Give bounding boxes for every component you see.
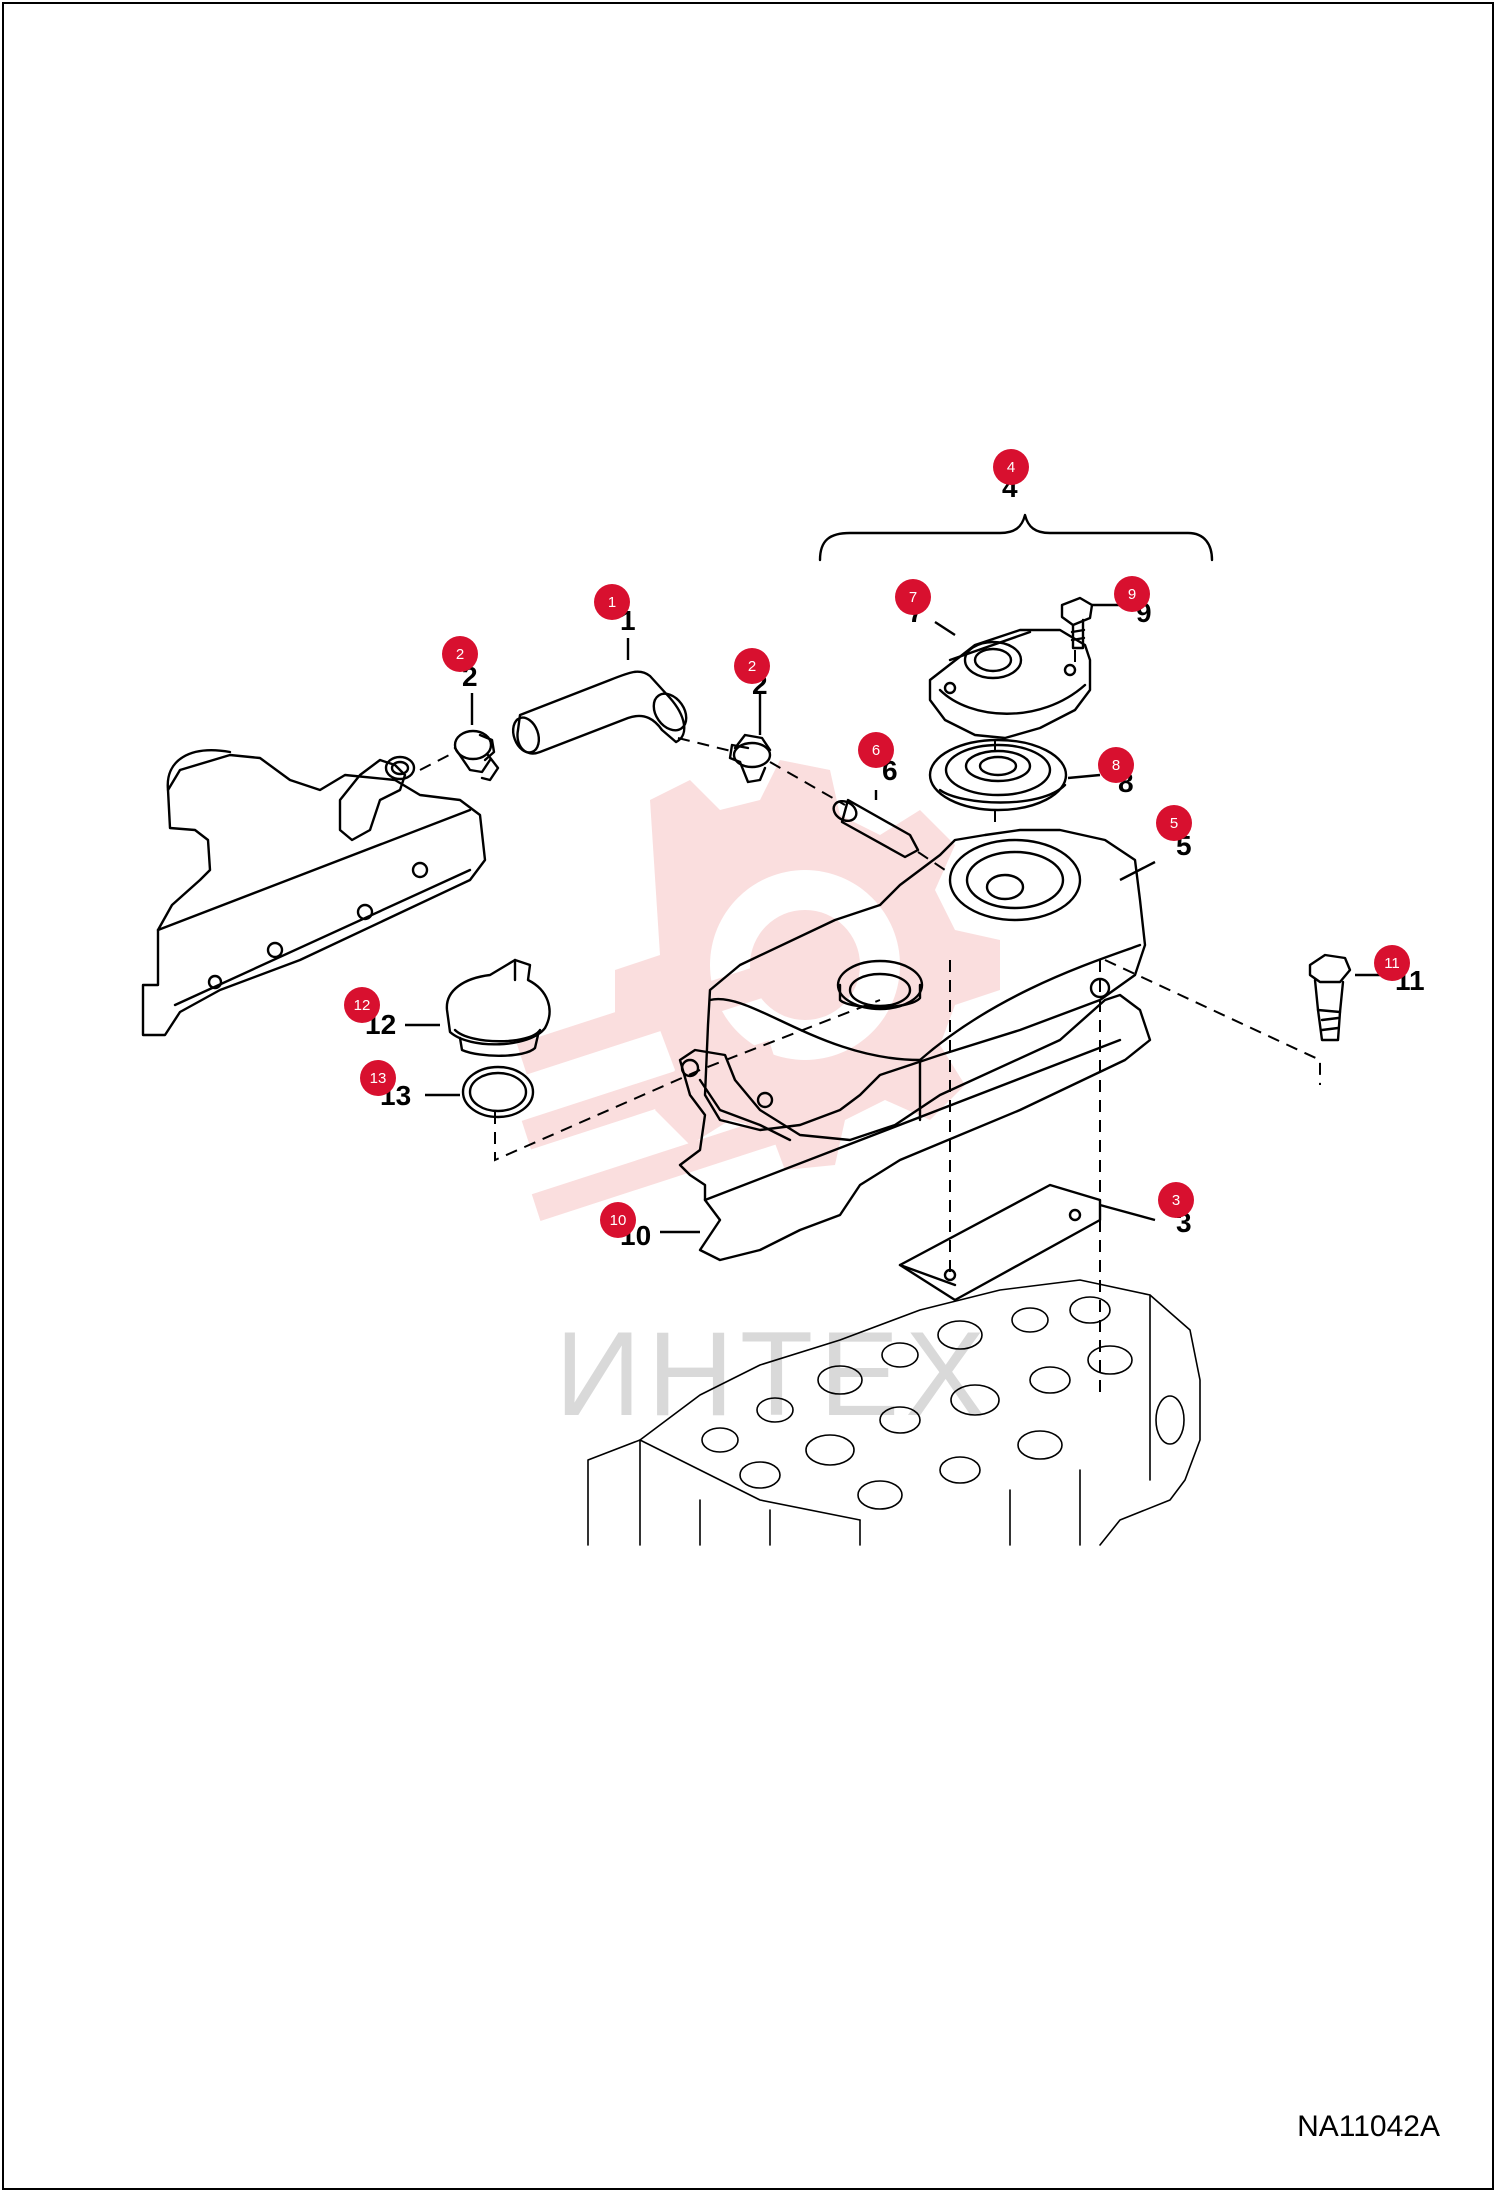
callout-bubble-1 — [594, 584, 630, 620]
hose-clamp-left — [453, 729, 500, 782]
diaphragm — [928, 738, 1068, 812]
callout-bubble-5 — [1156, 805, 1192, 841]
breather-hose — [511, 670, 688, 755]
leader-lines — [405, 603, 1390, 1234]
callout-bubble-text-13: 13 — [370, 1070, 387, 1087]
breather-cover — [928, 628, 1092, 740]
line-drawing — [141, 513, 1352, 1546]
callout-bubble-11 — [1374, 945, 1410, 981]
valve-cover — [703, 828, 1147, 1132]
hose-clamp-right — [728, 733, 772, 784]
callout-bubble-13 — [360, 1060, 396, 1096]
callout-bubble-9 — [1114, 576, 1150, 612]
callout-bubble-text-6: 6 — [872, 742, 880, 759]
callout-bubble-8 — [1098, 747, 1134, 783]
drawing-code: NA11042A — [1297, 2110, 1440, 2143]
callout-bubble-text-9: 9 — [1128, 586, 1136, 603]
o-ring — [461, 1065, 535, 1119]
watermark-text: ИНТЕХ — [555, 1307, 991, 1441]
callout-bubble-text-10: 10 — [610, 1212, 627, 1229]
callout-bubble-text-11: 11 — [1384, 955, 1400, 972]
cover-plate — [898, 1183, 1102, 1302]
callout-bubble-7 — [895, 579, 931, 615]
callout-bubble-text-3: 3 — [1172, 1192, 1180, 1209]
callout-bubble-text-5: 5 — [1170, 815, 1178, 832]
callout-bubble-6 — [858, 732, 894, 768]
cover-bolt — [1308, 953, 1352, 1042]
callout-bubble-text-1: 1 — [608, 594, 616, 611]
callout-bubble-2-right — [734, 648, 770, 684]
callout-bubble-12 — [344, 987, 380, 1023]
group-bracket — [818, 513, 1214, 562]
assembly-lines — [419, 650, 1321, 1400]
callout-bubble-2-left — [442, 636, 478, 672]
oil-filler-cap — [445, 958, 551, 1057]
callout-bubble-4 — [993, 449, 1029, 485]
watermark-logo — [516, 760, 1000, 1221]
callouts: 4 4 1 1 2 2 2 2 7 7 9 9 6 6 8 8 5 5 11 — [344, 449, 1425, 1251]
callout-bubble-3 — [1158, 1182, 1194, 1218]
pipe — [832, 798, 920, 859]
cover-gasket — [678, 993, 1152, 1262]
callout-bubble-text-8: 8 — [1112, 757, 1120, 774]
callout-bubble-10 — [600, 1202, 636, 1238]
intake-manifold — [141, 749, 487, 1037]
callout-bubble-text-4: 4 — [1007, 459, 1015, 476]
callout-bubble-text-2-left: 2 — [456, 646, 464, 663]
callout-bubble-text-2-right: 2 — [748, 658, 756, 675]
callout-bubble-text-7: 7 — [909, 589, 917, 606]
small-bolt — [1060, 596, 1094, 650]
cylinder-head — [587, 1279, 1201, 1546]
callout-bubble-text-12: 12 — [354, 997, 371, 1014]
